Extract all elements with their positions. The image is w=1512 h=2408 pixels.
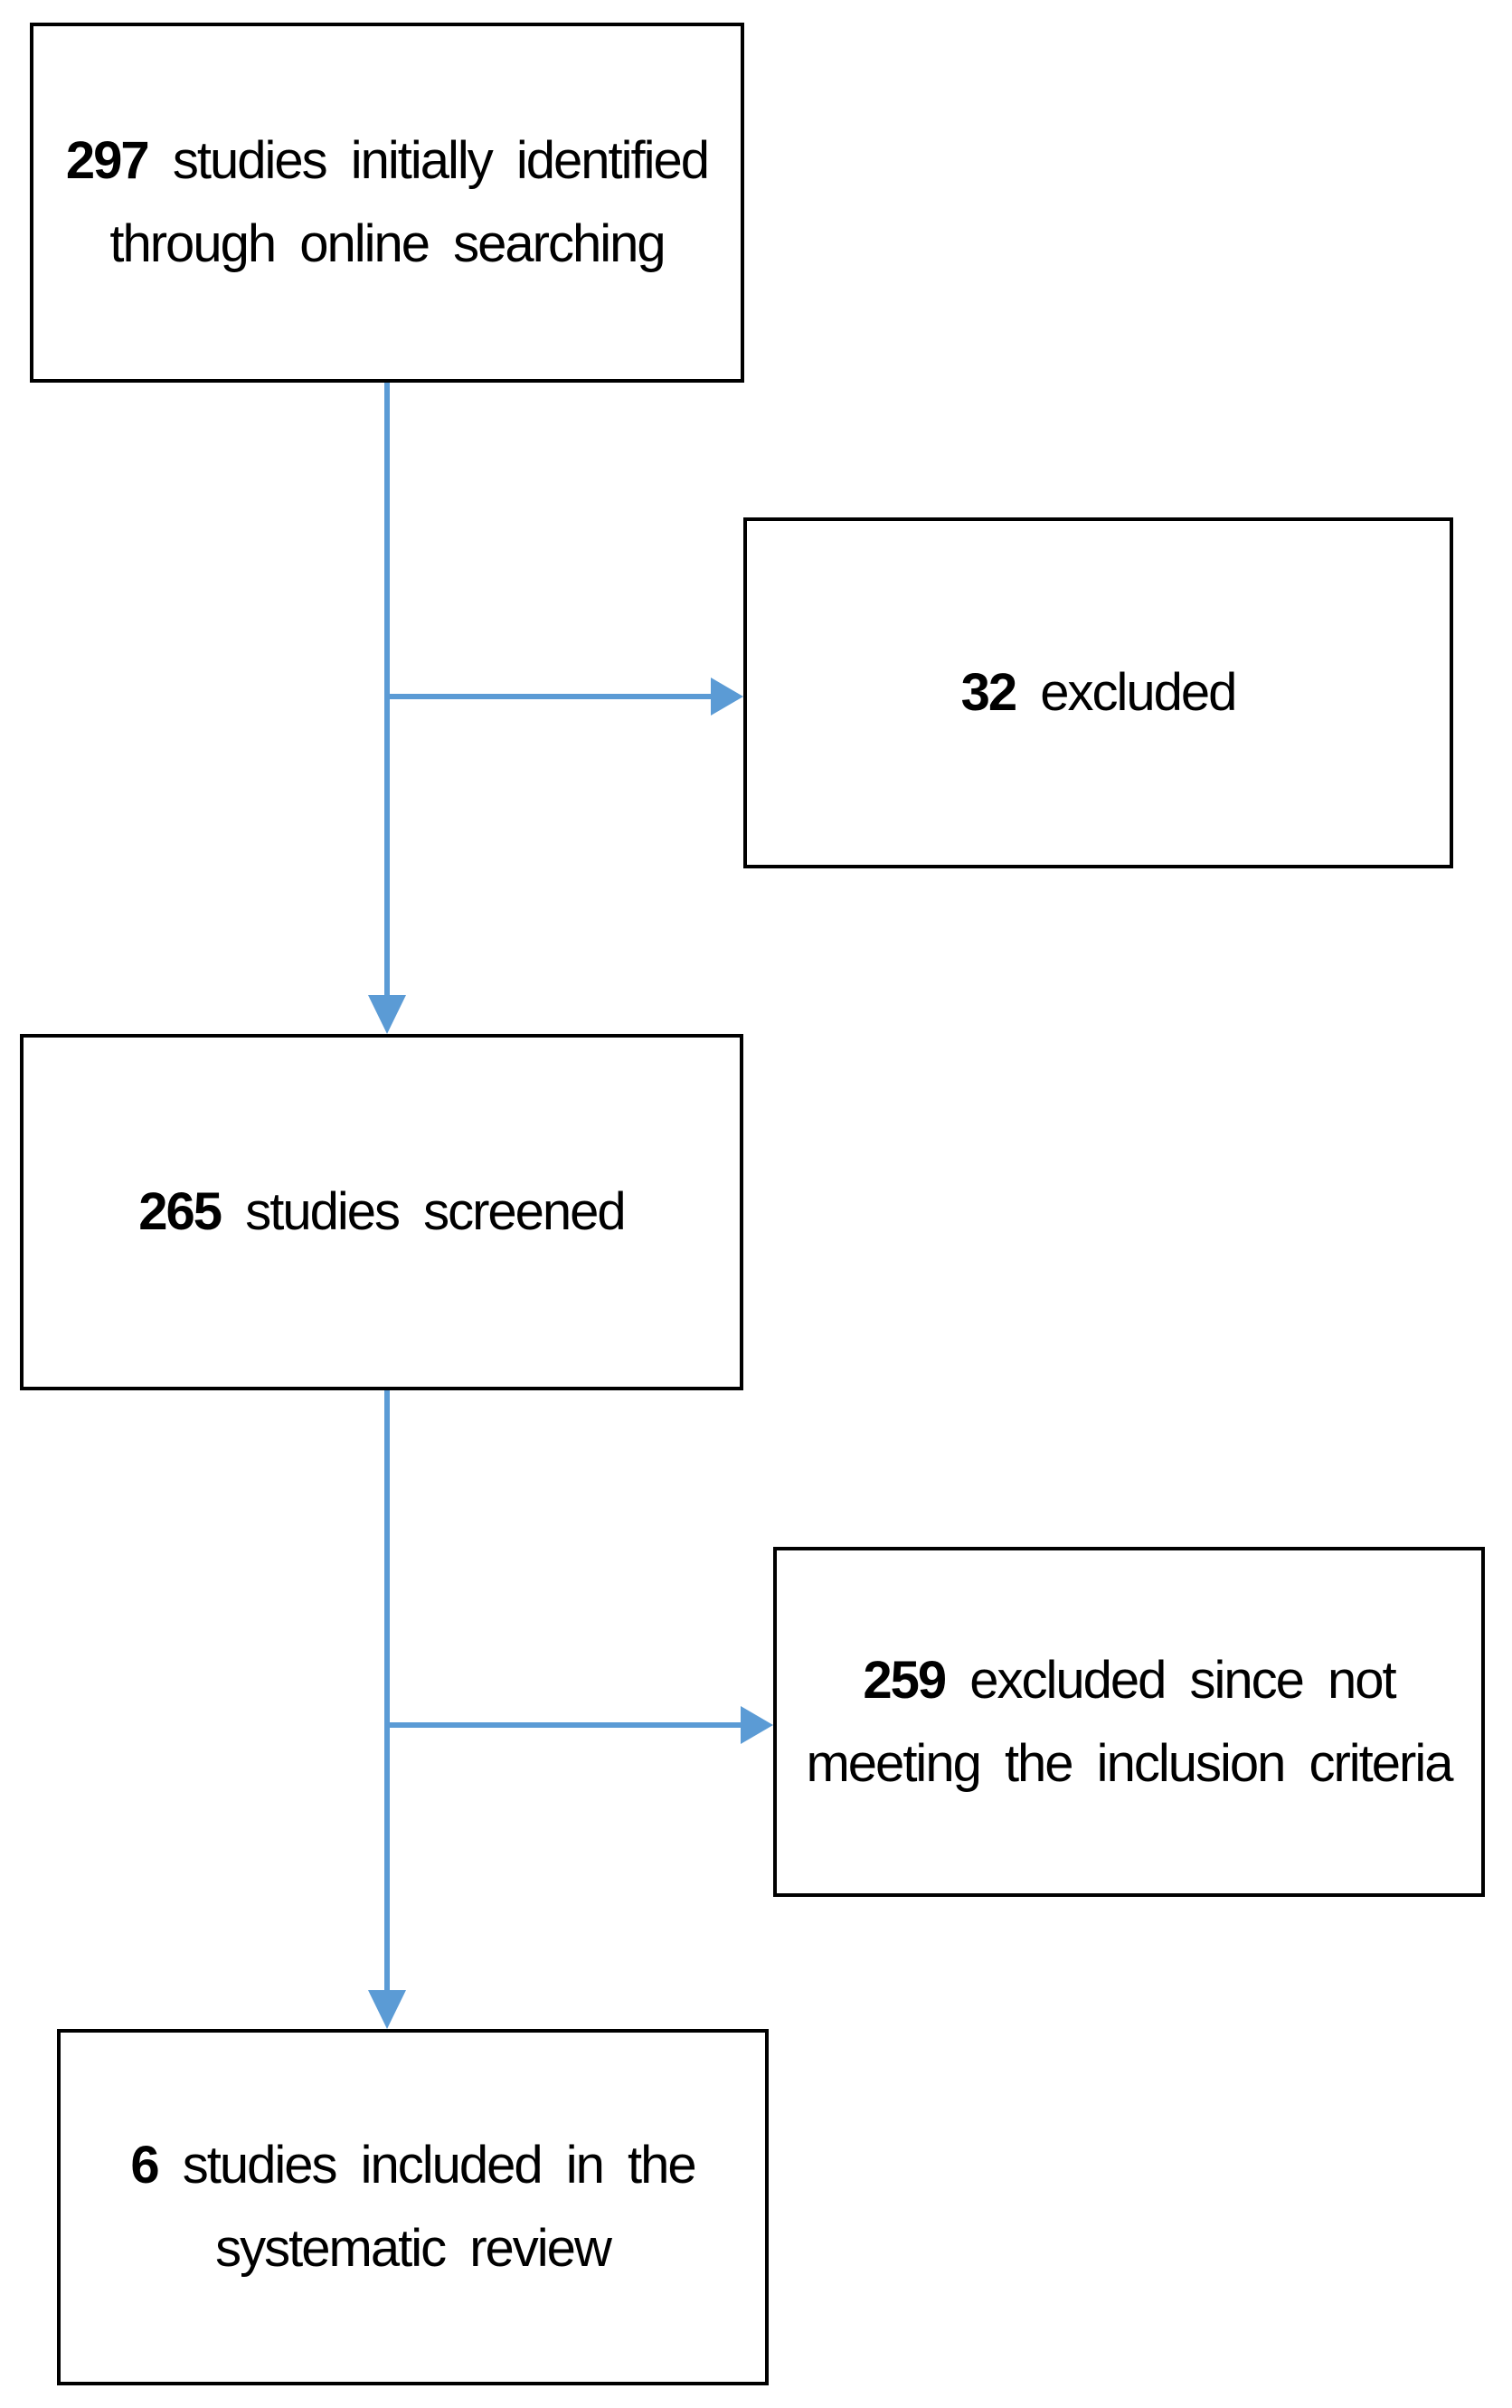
box-excluded-initial: 32 excluded bbox=[743, 517, 1453, 868]
box-label: studies initially identified through onl… bbox=[109, 131, 710, 273]
box-studies-screened-text: 265 studies screened bbox=[138, 1171, 626, 1254]
box-label: studies included in the systematic revie… bbox=[182, 2136, 697, 2278]
arrow-screened-to-included bbox=[368, 1390, 406, 2029]
count-value: 265 bbox=[138, 1182, 222, 1242]
arrow-identified-to-screened bbox=[368, 383, 406, 1034]
box-studies-identified: 297 studies initially identified through… bbox=[30, 23, 744, 383]
box-studies-included: 6 studies included in the systematic rev… bbox=[57, 2029, 769, 2385]
box-label: excluded since not meeting the inclusion… bbox=[806, 1650, 1453, 1793]
box-label: studies screened bbox=[245, 1182, 626, 1242]
box-excluded-criteria-text: 259 excluded since not meeting the inclu… bbox=[797, 1639, 1461, 1805]
arrow-identified-to-excluded-initial bbox=[387, 678, 743, 716]
arrow-screened-to-excluded-criteria bbox=[387, 1706, 773, 1744]
count-value: 259 bbox=[863, 1650, 947, 1710]
box-studies-included-text: 6 studies included in the systematic rev… bbox=[80, 2124, 745, 2289]
box-studies-screened: 265 studies screened bbox=[20, 1034, 743, 1390]
box-excluded-initial-text: 32 excluded bbox=[960, 651, 1238, 735]
count-value: 6 bbox=[130, 2136, 159, 2195]
box-studies-identified-text: 297 studies initially identified through… bbox=[53, 119, 721, 285]
count-value: 32 bbox=[960, 663, 1017, 723]
box-excluded-criteria: 259 excluded since not meeting the inclu… bbox=[773, 1547, 1485, 1897]
box-label: excluded bbox=[1040, 663, 1237, 723]
count-value: 297 bbox=[65, 131, 150, 191]
